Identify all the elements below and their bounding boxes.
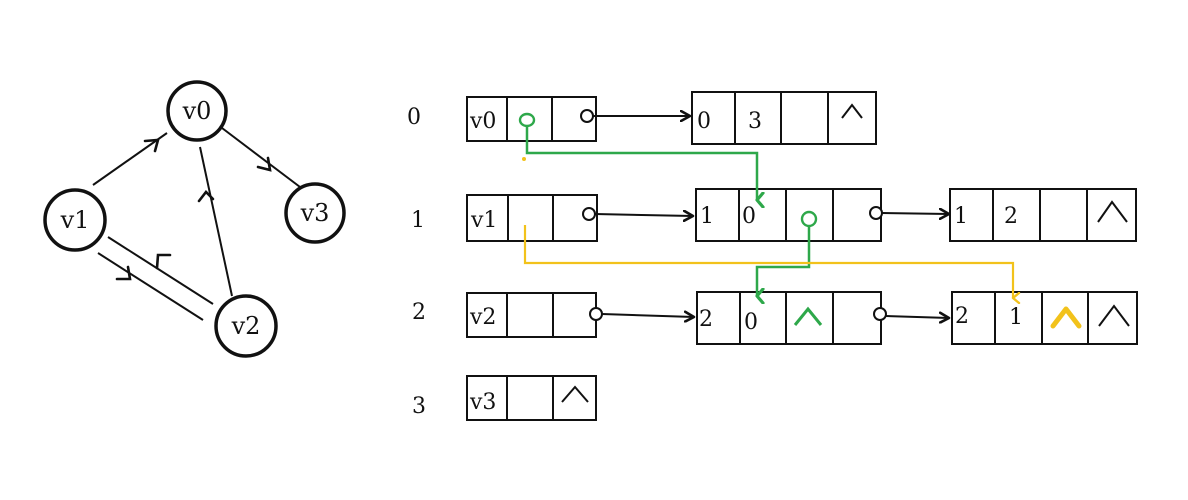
arc-node: 2 1 [951, 291, 1138, 345]
head-vex: 3 [748, 109, 762, 134]
null-pointer-icon-yellow [1050, 306, 1082, 329]
head-vex: 0 [742, 204, 756, 229]
tlink-pointer [881, 213, 949, 214]
pointer-origin [589, 307, 603, 321]
firstout-pointer [594, 214, 693, 216]
head-vex: 0 [744, 310, 758, 335]
vertex-label: v1 [60, 206, 90, 234]
null-pointer-icon [1098, 304, 1130, 327]
row-index: 2 [412, 300, 426, 325]
row-index: 0 [407, 105, 421, 130]
vertex-data: v1 [470, 208, 497, 233]
tail-vex: 2 [955, 304, 969, 329]
orthogonal-list: 0 1 2 3 v0 0 3 v1 [407, 91, 1138, 421]
graph: v0 v1 v2 v3 [43, 80, 346, 358]
vertex-label: v0 [182, 97, 212, 125]
tlink-pointer [885, 316, 949, 318]
arc-node: 1 2 [949, 188, 1137, 242]
firstout-pointer [601, 314, 694, 317]
vertex-label: v3 [300, 199, 330, 227]
edge-v1-v2 [97, 252, 204, 321]
null-pointer-icon [561, 385, 589, 403]
arc-node: 0 3 [691, 91, 877, 145]
vertex-v3: v3 [284, 182, 346, 244]
tail-vex: 1 [700, 204, 714, 229]
firstin-null-dot [522, 157, 526, 161]
vertex-v1: v1 [43, 188, 107, 252]
pointer-origin [873, 307, 887, 321]
edge-arrowhead [256, 156, 272, 172]
vertex-head-node: v2 [466, 292, 597, 338]
null-pointer-icon [841, 103, 863, 119]
vertex-data: v2 [469, 305, 496, 330]
arc-node: 2 0 [696, 291, 882, 345]
null-pointer-icon-green [793, 306, 823, 326]
pointer-origin [582, 207, 596, 221]
vertex-head-node: v1 [466, 194, 598, 242]
head-vex: 1 [1009, 305, 1023, 330]
arc-node: 1 0 [695, 188, 882, 242]
edge-v2-v1 [107, 236, 214, 305]
vertex-data: v3 [469, 390, 496, 415]
hlink-to-v0 [757, 210, 818, 296]
vertex-head-node: v3 [466, 375, 597, 421]
edge-v2-v0 [199, 146, 233, 297]
vertex-label: v2 [231, 312, 261, 340]
vertex-head-node: v0 [466, 96, 597, 142]
edge-v0-v3 [221, 127, 301, 188]
null-pointer-icon [1097, 200, 1128, 223]
row-index: 1 [411, 208, 425, 233]
pointer-origin [580, 109, 594, 123]
edge-arrowhead [197, 190, 215, 203]
edge-v1-v0 [92, 132, 168, 186]
vertex-v0: v0 [166, 80, 228, 142]
row-index: 3 [412, 394, 426, 419]
edge-arrowhead [143, 138, 160, 153]
vertex-data: v0 [469, 109, 496, 134]
tail-vex: 1 [954, 204, 968, 229]
vertex-v2: v2 [214, 294, 278, 358]
head-vex: 2 [1004, 204, 1018, 229]
edge-arrowhead [155, 253, 172, 270]
tail-vex: 2 [699, 307, 713, 332]
firstin-link-v1 [523, 225, 1013, 298]
edge-arrowhead [115, 265, 132, 281]
pointer-origin [869, 206, 883, 220]
tail-vex: 0 [697, 109, 711, 134]
firstin-link-v0 [518, 112, 757, 200]
